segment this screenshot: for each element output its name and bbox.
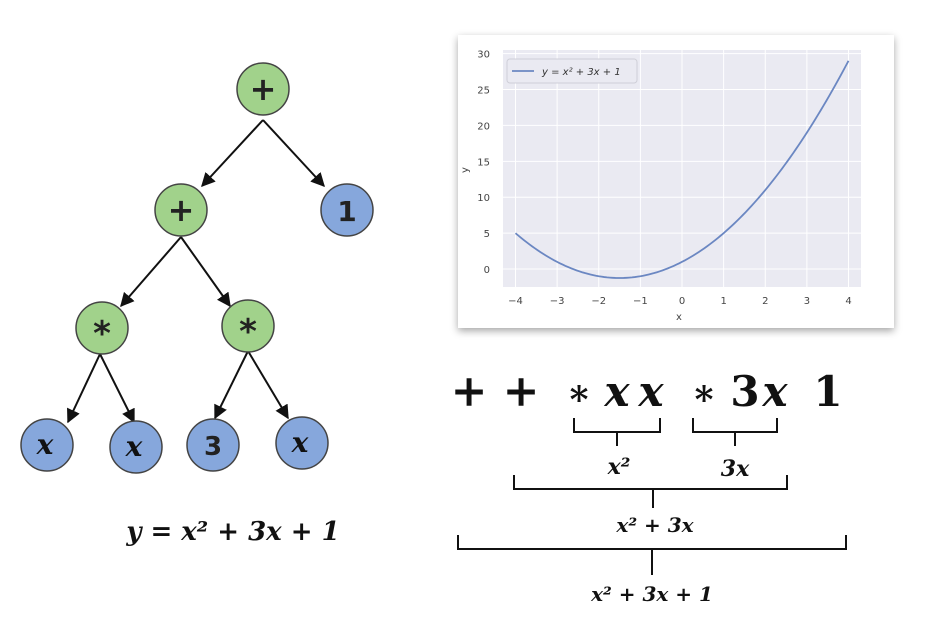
x-tick-label: 1 <box>720 296 726 307</box>
tree-node-x1: x <box>20 418 74 472</box>
edge-root-plus2 <box>201 119 264 188</box>
prefix-token-one: 1 <box>813 367 842 416</box>
tree-node-mul-left: * <box>75 301 129 355</box>
y-tick-label: 10 <box>477 193 490 204</box>
tree-equation: y = x² + 3x + 1 <box>125 517 339 547</box>
tree-node-one: 1 <box>320 183 374 237</box>
svg-text:3x: 3x <box>721 456 750 482</box>
tree-node-x2: x <box>109 420 163 474</box>
y-tick-label: 20 <box>477 121 490 132</box>
tree-node-root: + <box>236 62 290 116</box>
chart-grid <box>503 50 861 287</box>
y-tick-label: 30 <box>477 50 490 61</box>
brace-x-squared: x² <box>573 418 661 480</box>
brace-full-expression: x² + 3x + 1 <box>457 535 847 606</box>
series-line <box>514 60 850 279</box>
tree-node-x3: x <box>275 416 329 470</box>
prefix-token-mul-2: * <box>695 379 714 421</box>
tree-node-three: 3 <box>186 418 240 472</box>
edge-mul1-x2 <box>99 353 135 424</box>
chart: −4 −3 −2 −1 0 1 2 3 4 0 5 10 15 20 25 30 x y y = x² + 3… <box>460 50 861 323</box>
tree-node-mul-right: * <box>221 299 275 353</box>
prefix-token-three: 3 <box>730 367 759 416</box>
brace-three-x: 3x <box>692 418 778 482</box>
svg-text:x: x <box>125 430 143 463</box>
x-tick-label: −3 <box>550 296 565 307</box>
prefix-token-mul-1: * <box>570 379 589 421</box>
prefix-token-plus-1: + <box>451 366 488 417</box>
x-tick-label: 4 <box>845 296 851 307</box>
svg-text:3: 3 <box>204 432 222 462</box>
x-tick-label: −4 <box>508 296 523 307</box>
svg-text:x: x <box>36 428 54 461</box>
tree-node-plus: + <box>154 183 208 237</box>
prefix-token-plus-2: + <box>503 366 540 417</box>
x-tick-label: −1 <box>633 296 648 307</box>
svg-text:+: + <box>250 70 277 108</box>
x-tick-label: −2 <box>591 296 606 307</box>
x-tick-label: 2 <box>762 296 768 307</box>
y-tick-label: 25 <box>477 86 490 97</box>
edge-root-one <box>262 119 325 188</box>
prefix-token-x-1: x <box>603 367 630 416</box>
x-tick-label: 3 <box>804 296 810 307</box>
y-axis-label: y <box>460 167 471 173</box>
svg-text:*: * <box>239 312 257 352</box>
brace-x-squared-plus-three-x: x² + 3x <box>513 475 788 537</box>
edge-plus2-mul2 <box>180 236 231 308</box>
chart-ticks: −4 −3 −2 −1 0 1 2 3 4 0 5 10 15 20 25 30 <box>477 50 851 307</box>
svg-text:x²: x² <box>607 454 631 480</box>
svg-text:x² + 3x + 1: x² + 3x + 1 <box>590 582 713 606</box>
svg-text:1: 1 <box>337 195 356 228</box>
legend-label: y = x² + 3x + 1 <box>541 67 621 78</box>
expression-tree: + + 1 * * x x 3 <box>20 62 374 474</box>
edge-mul1-x1 <box>67 353 101 424</box>
prefix-token-x-3: x <box>761 367 788 416</box>
svg-text:*: * <box>93 314 111 354</box>
x-tick-label: 0 <box>679 296 685 307</box>
y-tick-label: 5 <box>484 229 490 240</box>
prefix-expression: + + * x x * 3 x 1 <box>451 366 843 421</box>
prefix-token-x-2: x <box>637 367 664 416</box>
svg-text:x² + 3x: x² + 3x <box>615 513 694 537</box>
svg-text:+: + <box>168 191 195 229</box>
y-tick-label: 0 <box>484 265 490 276</box>
edge-mul2-x3 <box>247 350 289 420</box>
edge-plus2-mul1 <box>120 236 182 308</box>
chart-legend: y = x² + 3x + 1 <box>506 58 638 84</box>
svg-text:x: x <box>291 426 309 459</box>
x-axis-label: x <box>676 312 682 323</box>
edge-mul2-three <box>214 350 249 420</box>
y-tick-label: 15 <box>477 157 490 168</box>
